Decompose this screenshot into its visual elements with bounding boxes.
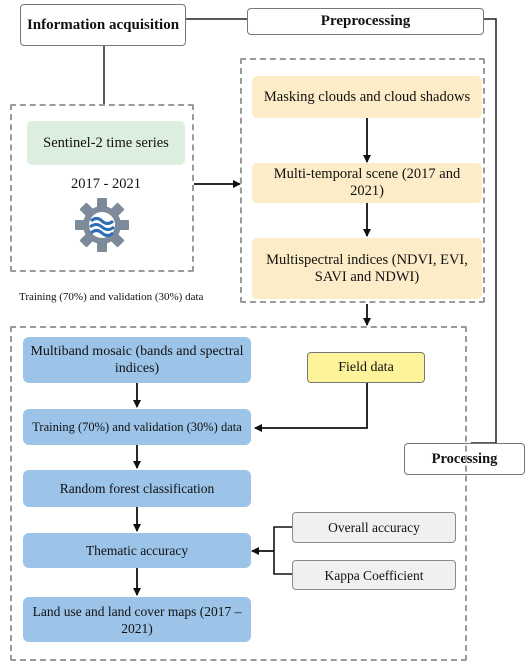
header-information-acquisition: Information acquisition (20, 4, 186, 46)
header-processing-label: Processing (431, 450, 498, 467)
training-validation-box: Training (70%) and validation (30%) data (23, 409, 251, 445)
random-forest-box: Random forest classification (23, 470, 251, 507)
masking-clouds-box: Masking clouds and cloud shadows (252, 76, 482, 118)
kappa-coefficient-box: Kappa Coefficient (292, 560, 456, 590)
overall-accuracy-box: Overall accuracy (292, 512, 456, 543)
sentinel-box: Sentinel-2 time series (27, 121, 185, 165)
header-preprocessing: Preprocessing (247, 8, 484, 35)
thematic-accuracy-box: Thematic accuracy (23, 533, 251, 568)
header-information-acquisition-label: Information acquisition (26, 16, 180, 33)
multiband-mosaic-label: Multiband mosaic (bands and spectral ind… (30, 344, 244, 376)
thematic-accuracy-label: Thematic accuracy (85, 543, 189, 558)
multispectral-indices-box: Multispectral indices (NDVI, EVI, SAVI a… (252, 238, 482, 299)
overall-accuracy-label: Overall accuracy (328, 520, 420, 535)
masking-clouds-label: Masking clouds and cloud shadows (263, 88, 471, 105)
land-use-maps-label: Land use and land cover maps (2017 – 202… (32, 603, 242, 636)
field-data-label: Field data (338, 360, 394, 375)
kappa-coefficient-label: Kappa Coefficient (324, 567, 424, 583)
preprocessing-container (240, 58, 485, 303)
multiband-mosaic-box: Multiband mosaic (bands and spectral ind… (23, 337, 251, 383)
random-forest-label: Random forest classification (59, 481, 215, 496)
multitemporal-scene-box: Multi-temporal scene (2017 and 2021) (252, 163, 482, 203)
years-label: 2017 - 2021 (70, 176, 142, 192)
arrow-field-to-training (254, 382, 368, 432)
training-validation-label: Training (70%) and validation (30%) data (32, 419, 242, 434)
processing-container (10, 326, 467, 661)
sentinel-label: Sentinel-2 time series (43, 134, 169, 151)
training-validation-note: Training (70%) and validation (30%) data (19, 291, 204, 303)
multispectral-indices-label: Multispectral indices (NDVI, EVI, SAVI a… (266, 251, 468, 285)
header-preprocessing-label: Preprocessing (320, 13, 411, 29)
header-processing: Processing (404, 443, 525, 475)
multitemporal-scene-label: Multi-temporal scene (2017 and 2021) (273, 166, 461, 199)
field-data-box: Field data (307, 352, 425, 383)
land-use-maps-box: Land use and land cover maps (2017 – 202… (23, 597, 251, 642)
gear-wave-icon (75, 198, 129, 252)
acquisition-container (10, 104, 194, 272)
